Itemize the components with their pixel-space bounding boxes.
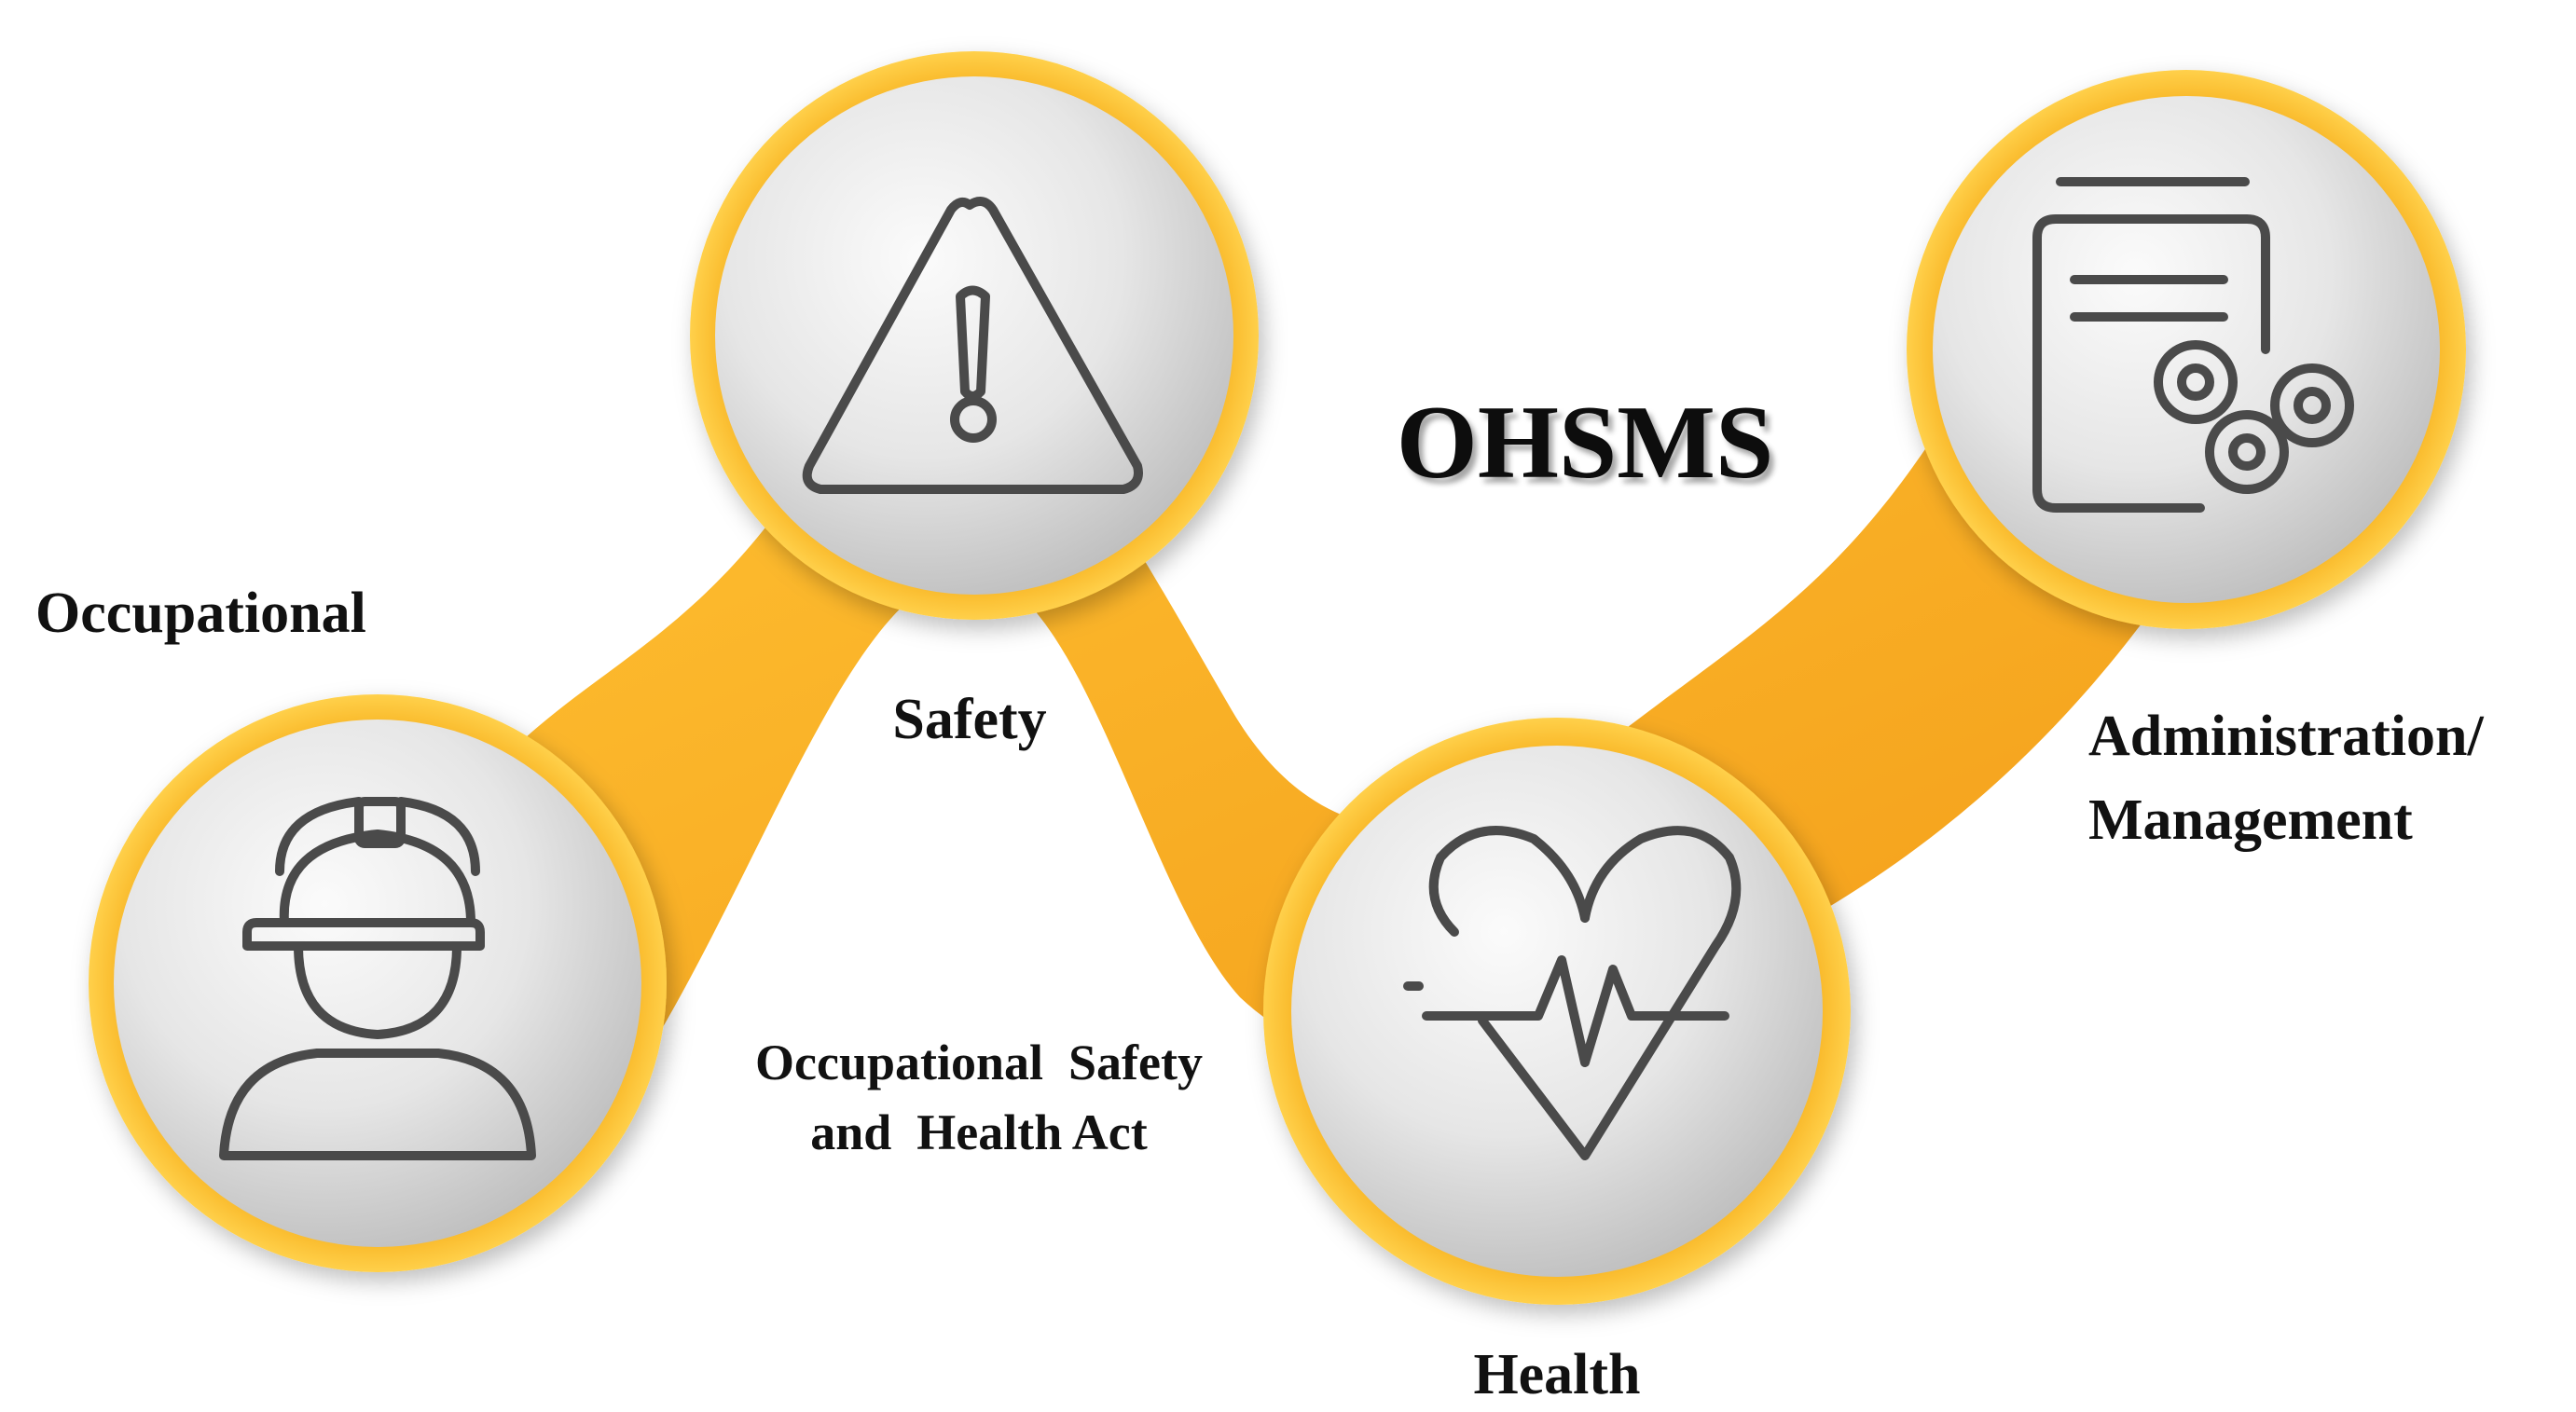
label-administration-line1: Administration/ bbox=[2088, 705, 2484, 768]
node-health bbox=[1263, 718, 1851, 1305]
label-administration-line2: Management bbox=[2088, 788, 2413, 852]
node-occupational bbox=[89, 694, 667, 1272]
label-safety: Safety bbox=[892, 688, 1046, 751]
heartbeat-icon bbox=[1403, 826, 1742, 1160]
label-health: Health bbox=[1473, 1343, 1640, 1406]
worker-hardhat-icon bbox=[219, 797, 536, 1160]
diagram-title: OHSMS bbox=[1397, 385, 1774, 500]
document-gears-icon bbox=[2032, 177, 2354, 513]
node-safety bbox=[690, 51, 1259, 620]
label-act-line1: Occupational Safety bbox=[755, 1035, 1203, 1090]
warning-triangle-icon bbox=[802, 197, 1143, 494]
label-act-line2: and Health Act bbox=[810, 1104, 1148, 1160]
label-occupational: Occupational bbox=[35, 582, 366, 645]
